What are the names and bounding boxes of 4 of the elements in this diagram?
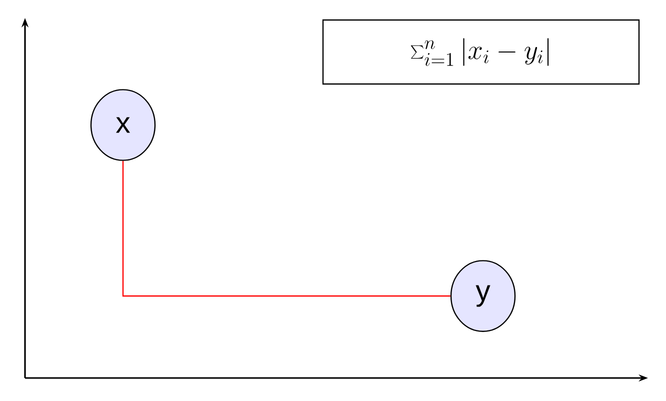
circle-node: y — [450, 260, 516, 332]
formula-box: $\sum_{i=1}^{n}|x_i - y_i|$ — [322, 19, 640, 85]
connector-line — [122, 160, 450, 297]
circle-node: x — [90, 89, 156, 161]
